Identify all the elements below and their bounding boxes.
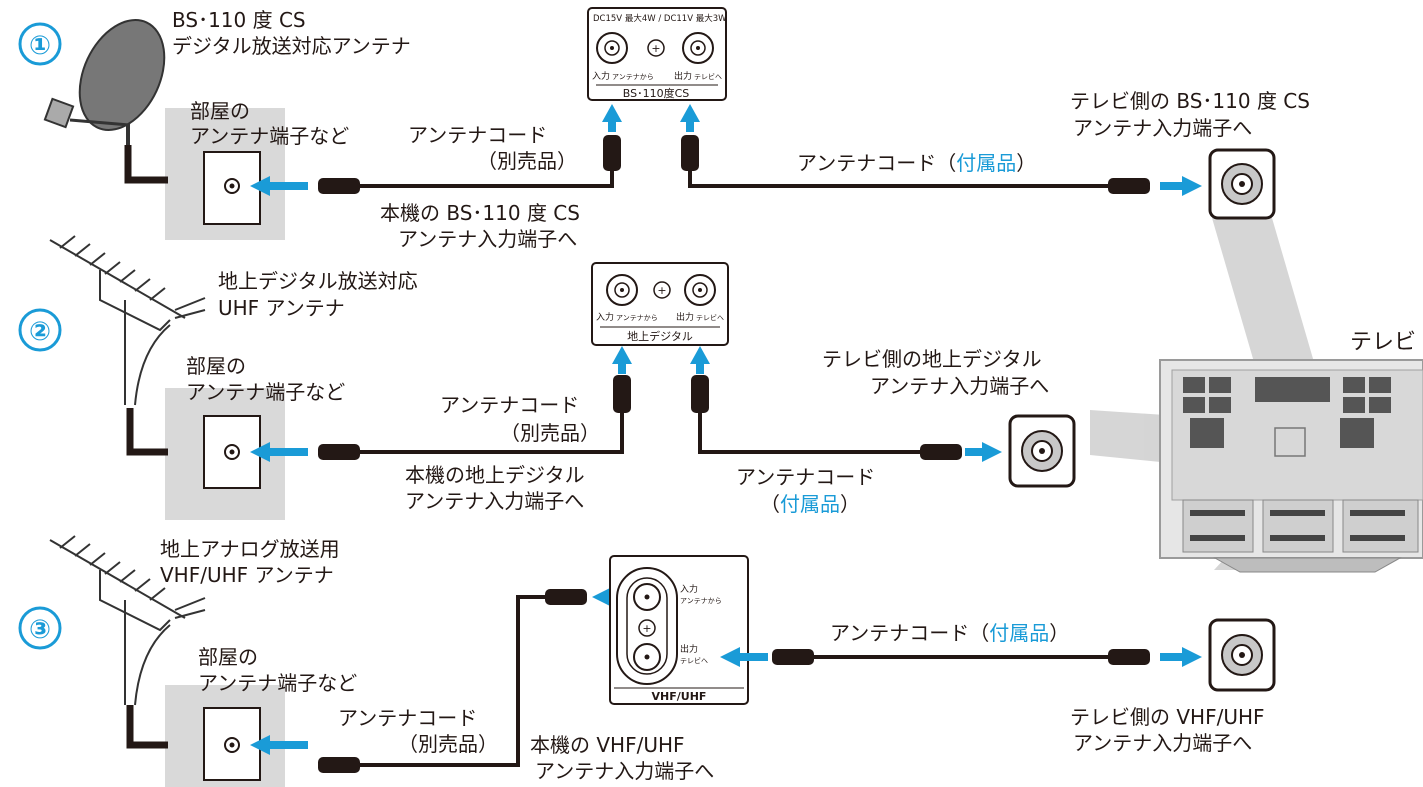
svg-text:出力: 出力 bbox=[680, 643, 698, 655]
antenna-name: 地上デジタル放送対応 bbox=[218, 269, 418, 293]
cable-connector bbox=[772, 649, 814, 665]
svg-text:+: + bbox=[651, 42, 660, 55]
arrow-icon bbox=[1160, 176, 1202, 196]
room-label: アンテナ端子など bbox=[198, 671, 357, 695]
panel-title: VHF/UHF bbox=[652, 690, 707, 703]
svg-text:テレビへ: テレビへ bbox=[694, 72, 722, 81]
svg-text:アンテナから: アンテナから bbox=[612, 73, 654, 81]
svg-text:出力: 出力 bbox=[676, 311, 694, 323]
cable-connector bbox=[545, 589, 587, 605]
arrow-icon bbox=[965, 442, 1002, 462]
tv-terminal-label: テレビ側の BS･110 度 CS bbox=[1070, 89, 1310, 113]
arrow-icon bbox=[602, 104, 622, 132]
cord-label: アンテナコード bbox=[338, 706, 477, 730]
svg-text:テレビへ: テレビへ bbox=[696, 313, 724, 322]
tv-cord-label: （付属品） bbox=[760, 492, 860, 516]
unit-terminal-label: 本機の VHF/UHF bbox=[530, 733, 685, 757]
cable-connector bbox=[920, 444, 962, 460]
unit-terminal-label: アンテナ入力端子へ bbox=[535, 759, 714, 783]
arrow-icon bbox=[690, 346, 710, 374]
cable-connector bbox=[603, 135, 621, 171]
row-number: ① bbox=[29, 31, 51, 61]
arrow-icon bbox=[250, 442, 308, 462]
antenna-name: デジタル放送対応アンテナ bbox=[172, 34, 411, 58]
arrow-icon bbox=[680, 104, 700, 132]
cable-connector bbox=[318, 444, 360, 460]
antenna-name: UHF アンテナ bbox=[218, 296, 345, 320]
tv-cord-label: アンテナコード（付属品） bbox=[797, 151, 1036, 175]
arrow-icon bbox=[720, 647, 768, 667]
cord-label: （別売品） bbox=[477, 149, 577, 173]
tv-terminal-label: アンテナ入力端子へ bbox=[1073, 731, 1252, 755]
arrow-icon bbox=[250, 735, 308, 755]
tv-terminal-label: アンテナ入力端子へ bbox=[1073, 116, 1252, 140]
vhf-uhf-antenna-icon bbox=[49, 535, 206, 706]
terrestrial-digital-terminal-panel: + 入力 アンテナから 出力 テレビへ 地上デジタル bbox=[591, 262, 729, 346]
row-1: ① BS･110 度 CS デジタル放送対応アンテナ 部屋の アンテナ端子など … bbox=[18, 7, 1310, 251]
svg-text:入力: 入力 bbox=[680, 583, 698, 595]
satellite-dish-icon bbox=[43, 19, 166, 145]
bs-cs-terminal-panel: DC15V 最大4W / DC11V 最大3W + 入力 アンテナから 出力 テ… bbox=[587, 7, 727, 101]
tv-terminal-label: テレビ側の地上デジタル bbox=[822, 347, 1042, 371]
tv-terminal-icon bbox=[1208, 618, 1276, 692]
svg-text:テレビへ: テレビへ bbox=[680, 656, 708, 665]
room-label: 部屋の bbox=[198, 645, 258, 669]
cable-connector bbox=[681, 135, 699, 171]
tv-terminal-icon bbox=[1008, 414, 1076, 488]
uhf-antenna-icon bbox=[49, 235, 206, 406]
cable-connector bbox=[1108, 178, 1150, 194]
row-3: ③ 地上アナログ放送用 VHF/UHF アンテナ 部屋の アンテナ端子など bbox=[18, 535, 1276, 787]
arrow-icon bbox=[612, 346, 632, 374]
svg-text:入力: 入力 bbox=[592, 70, 610, 82]
cable-connector bbox=[613, 375, 631, 413]
cord-label: （別売品） bbox=[500, 421, 600, 445]
unit-terminal-label: アンテナ入力端子へ bbox=[398, 227, 577, 251]
tv-terminal-label: アンテナ入力端子へ bbox=[870, 374, 1049, 398]
antenna-name: VHF/UHF アンテナ bbox=[160, 563, 334, 587]
svg-text:+: + bbox=[642, 622, 651, 635]
unit-terminal-label: アンテナ入力端子へ bbox=[405, 489, 584, 513]
svg-text:アンテナから: アンテナから bbox=[616, 314, 658, 322]
antenna-name: 地上アナログ放送用 bbox=[160, 537, 340, 561]
row-number: ③ bbox=[29, 615, 51, 645]
tv-cord-label: アンテナコード bbox=[736, 465, 875, 489]
tv-back: テレビ bbox=[1159, 330, 1423, 573]
cable-connector bbox=[1108, 649, 1150, 665]
room-label: アンテナ端子など bbox=[186, 380, 345, 404]
cord-label: アンテナコード bbox=[440, 393, 579, 417]
vhf-uhf-terminal-panel: + 入力 アンテナから 出力 テレビへ VHF/UHF bbox=[609, 555, 749, 705]
cable-connector bbox=[318, 178, 360, 194]
svg-text:出力: 出力 bbox=[674, 70, 692, 82]
svg-text:+: + bbox=[657, 284, 666, 297]
cord-label: アンテナコード bbox=[408, 123, 547, 147]
cable-connector bbox=[691, 375, 709, 413]
room-label: アンテナ端子など bbox=[190, 124, 349, 148]
svg-text:アンテナから: アンテナから bbox=[680, 597, 722, 605]
room-label: 部屋の bbox=[186, 354, 246, 378]
row-number: ② bbox=[29, 317, 51, 347]
arrow-icon bbox=[1160, 647, 1202, 667]
antenna-name: BS･110 度 CS bbox=[172, 8, 306, 32]
arrow-icon bbox=[250, 176, 308, 196]
tv-terminal-label: テレビ側の VHF/UHF bbox=[1070, 705, 1265, 729]
cable-connector bbox=[318, 757, 360, 773]
cord-label: （別売品） bbox=[398, 732, 498, 756]
unit-terminal-label: 本機の地上デジタル bbox=[405, 463, 585, 487]
panel-title: 地上デジタル bbox=[627, 329, 693, 343]
panel-title: BS･110度CS bbox=[623, 86, 690, 100]
panel-spec: DC15V 最大4W / DC11V 最大3W bbox=[593, 13, 727, 24]
tv-terminal-icon bbox=[1208, 148, 1276, 220]
tv-cord-label: アンテナコード（付属品） bbox=[830, 621, 1069, 645]
svg-text:入力: 入力 bbox=[596, 311, 614, 323]
room-label: 部屋の bbox=[190, 99, 250, 123]
unit-terminal-label: 本機の BS･110 度 CS bbox=[380, 201, 580, 225]
row-2: ② 地上デジタル放送対応 UHF アンテナ 部屋の アンテナ端子など bbox=[18, 235, 1076, 520]
tv-label: テレビ bbox=[1350, 330, 1416, 355]
